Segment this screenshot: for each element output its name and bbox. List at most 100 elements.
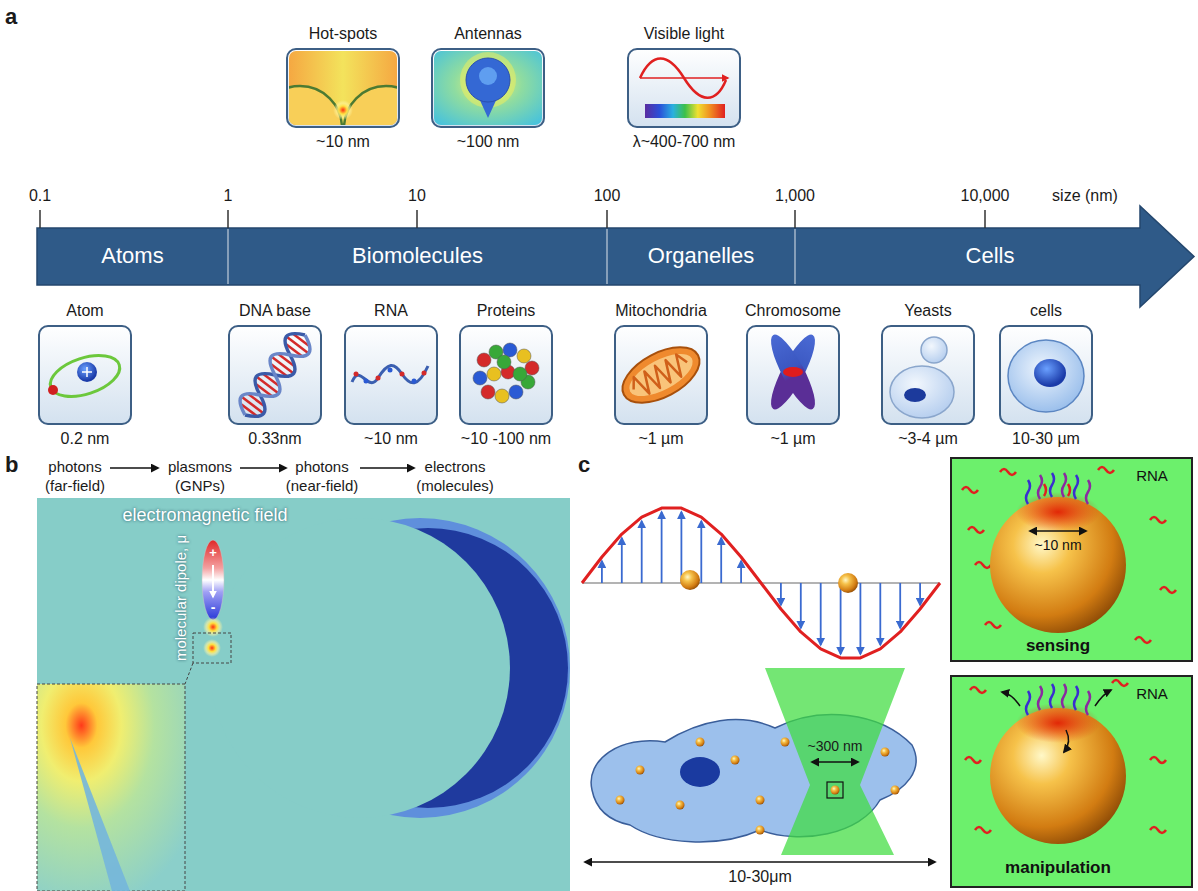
light-wave (838, 573, 858, 593)
light-wave (720, 538, 722, 583)
sensing-panel (1016, 492, 1100, 532)
light-wave-icon (645, 104, 725, 118)
rna-icon (422, 371, 427, 376)
chromosome-icon (764, 330, 823, 414)
light-wave-icon (640, 59, 726, 98)
sensing-panel (962, 467, 1176, 643)
sensing-panel (1062, 473, 1066, 497)
sensing-panel (1150, 517, 1166, 523)
field-map (210, 518, 570, 818)
manipulation-panel (1002, 692, 1020, 706)
dna-icon (240, 334, 310, 417)
light-wave (780, 583, 782, 605)
light-wave (899, 583, 901, 628)
sensing-panel (950, 457, 1193, 662)
mitochondria-icon (614, 336, 709, 414)
flow-arrows (110, 467, 414, 469)
manipulation-panel (1038, 686, 1042, 710)
box-title: Hot-spots (309, 24, 377, 44)
hotspot-icon (344, 86, 397, 125)
light-wave (840, 583, 842, 654)
manipulation-box: RNAmanipulation (950, 675, 1193, 888)
field-map (193, 633, 231, 663)
axis-tick-label: 100 (594, 186, 621, 205)
flow-label: photons (295, 458, 348, 476)
panel-caption: sensing (1026, 636, 1090, 656)
panel-letter: a (5, 4, 17, 30)
flow-label: photons (48, 458, 101, 476)
box-fills (881, 325, 975, 425)
rna-icon (352, 365, 428, 383)
axis-title: size (nm) (1052, 186, 1118, 205)
box-title: RNA (374, 301, 408, 321)
protein-icon (517, 349, 531, 363)
axis-tick-label: 1 (224, 186, 233, 205)
box-title: DNA base (239, 301, 311, 321)
box-fills (999, 325, 1093, 425)
box-title: Proteins (477, 301, 536, 321)
size-label: ~10 nm (364, 429, 418, 449)
atom-icon (45, 348, 125, 404)
flow-label: (GNPs) (175, 477, 225, 495)
manipulation-panel (970, 687, 986, 693)
cell-with-beam (731, 756, 740, 765)
box-title: Visible light (644, 24, 725, 44)
sensing-panel (1026, 480, 1030, 504)
light-wave (680, 570, 700, 590)
manipulation-panel (1074, 686, 1078, 710)
dna-icon (240, 335, 310, 415)
light-wave (582, 508, 940, 658)
sensing-panel (1044, 484, 1046, 496)
field-label: electromagnetic field (122, 505, 287, 527)
panel-letter: b (5, 452, 18, 478)
mitochondria-icon (623, 345, 699, 404)
light-wave (681, 512, 683, 583)
flow-arrows (110, 467, 158, 469)
cell-with-beam (636, 766, 645, 775)
rna-label: RNA (1136, 467, 1168, 485)
cell-with-beam (756, 826, 765, 835)
manipulation-panel (950, 675, 1193, 888)
image-box: Atom0.2 nm (38, 301, 132, 449)
atom-icon (86, 367, 88, 377)
flow-label: (far-field) (45, 477, 105, 495)
cell-with-beam (827, 782, 843, 798)
protein-icon (473, 371, 487, 385)
charge-sign: - (211, 599, 216, 616)
field-map (37, 498, 570, 891)
box-fills (459, 325, 553, 425)
flow-arrows (360, 467, 414, 469)
box-title: cells (1030, 301, 1062, 321)
manipulation-panel (950, 675, 1193, 888)
manipulation-panel (1050, 684, 1054, 708)
rna-icon (400, 372, 405, 377)
panel-caption: manipulation (1005, 858, 1111, 878)
field-map (70, 738, 130, 891)
image-frame (881, 325, 975, 425)
size-label: ~100 nm (457, 132, 520, 152)
flow-label: electrons (425, 458, 486, 476)
dimension-label: ~10 nm (1034, 537, 1081, 554)
light-wave (661, 512, 663, 583)
size-label: ~1 µm (770, 429, 815, 449)
size-label: ~10 -100 nm (461, 429, 551, 449)
dna-icon (241, 334, 309, 416)
dipole-label: molecular dipole, μ (172, 535, 190, 661)
yeast-icon (890, 366, 954, 418)
axis-ticks (416, 210, 418, 228)
scale-band-arrow (227, 229, 228, 284)
sensing-panel (1000, 469, 1016, 475)
band-label: Organelles (648, 243, 754, 269)
axis-ticks (794, 210, 796, 228)
antenna-icon (466, 58, 510, 102)
protein-icon (481, 385, 495, 399)
rna-icon (352, 365, 428, 382)
hotspot-icon (333, 100, 353, 120)
sensing-panel (1026, 473, 1090, 504)
panel-letter: c (578, 452, 590, 478)
antenna-icon (434, 51, 542, 125)
protein-icon (487, 367, 501, 381)
axis-ticks (227, 210, 229, 228)
protein-icon (497, 355, 511, 369)
